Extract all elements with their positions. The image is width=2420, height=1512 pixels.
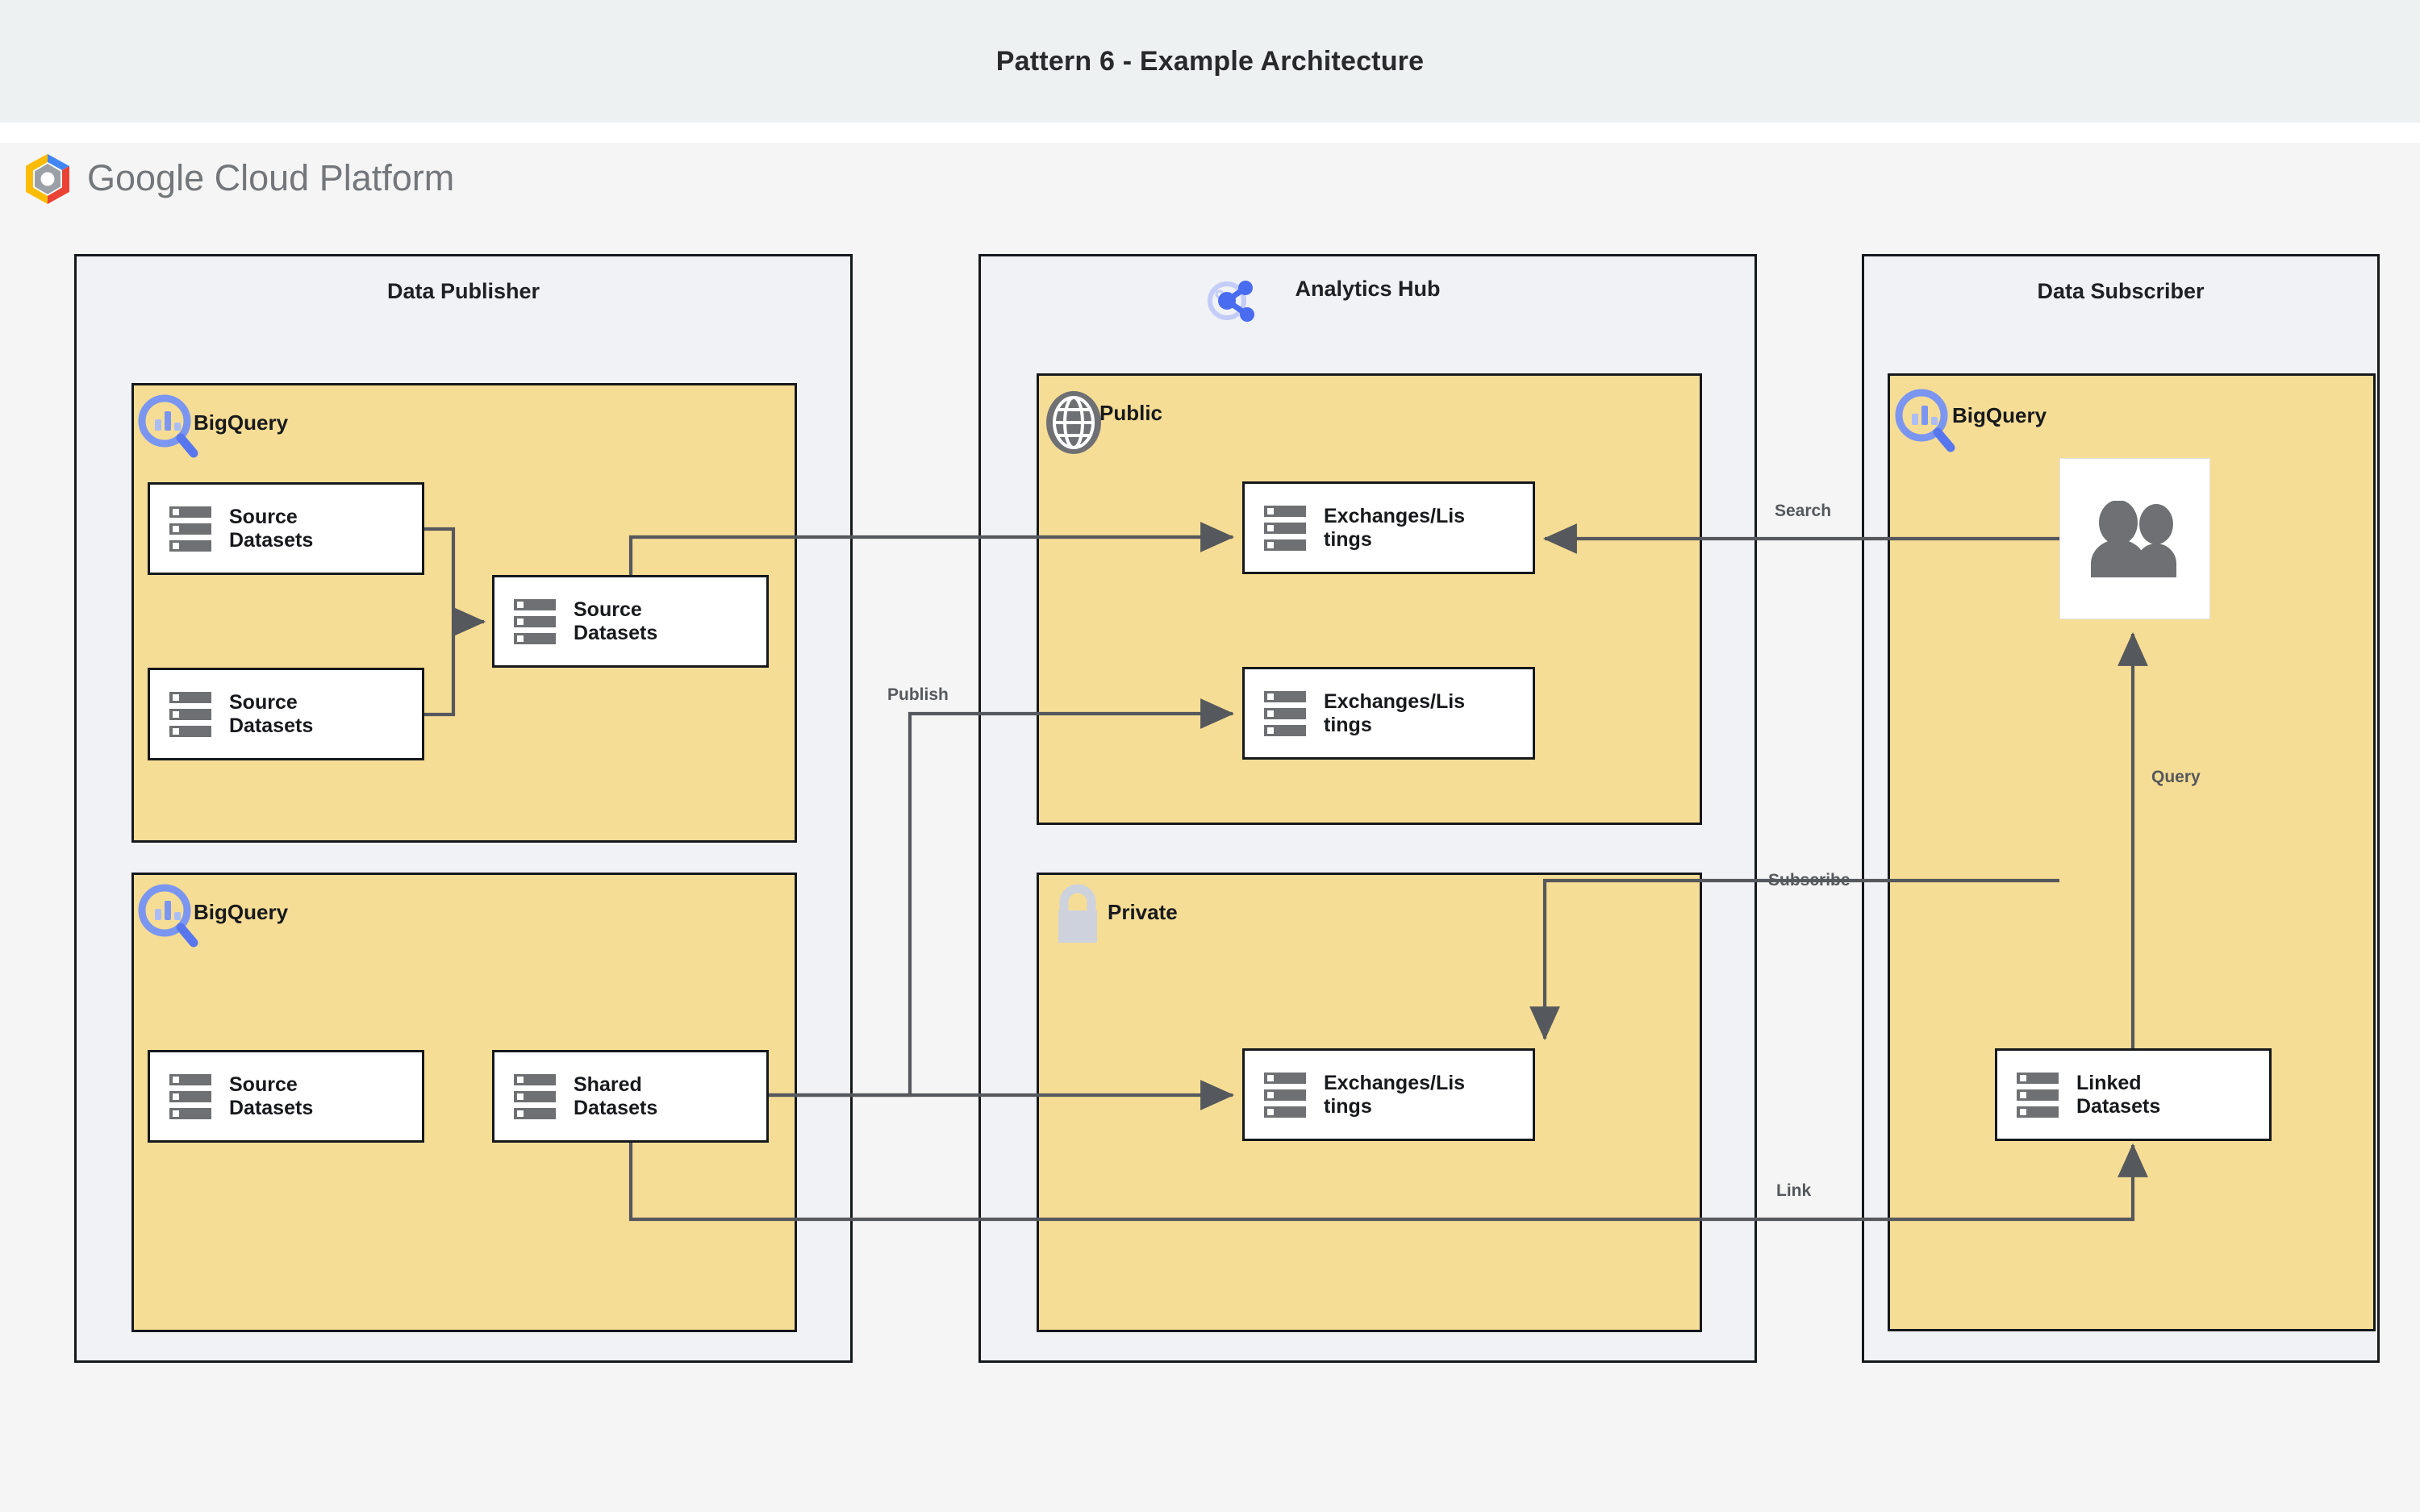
dataset-icon: [1264, 505, 1306, 551]
group-label-publisher-bigquery-bottom: BigQuery: [194, 900, 289, 924]
dataset-icon: [1264, 690, 1306, 736]
dataset-icon: [2017, 1072, 2059, 1118]
group-label-subscriber-bigquery: BigQuery: [1952, 403, 2047, 427]
dataset-icon: [1264, 1072, 1306, 1118]
edge-label-publish: Publish: [887, 685, 949, 704]
gcp-brand-cloud-platform: Cloud Platform: [214, 157, 455, 198]
users-icon: [2091, 500, 2176, 577]
edge-label-subscribe: Subscribe: [1768, 871, 1850, 889]
dataset-icon: [169, 506, 211, 552]
group-label-private: Private: [1108, 900, 1178, 924]
dataset-icon: [169, 1073, 211, 1119]
globe-icon: [1046, 391, 1101, 454]
dataset-icon: [514, 1073, 556, 1119]
edge-label-link: Link: [1776, 1181, 1812, 1200]
edge-label-query: Query: [2151, 768, 2201, 786]
gcp-brand-logo: Google Cloud Platform: [23, 149, 458, 207]
header-divider: [0, 123, 2420, 143]
page-title: Pattern 6 - Example Architecture: [995, 46, 1425, 77]
analytics-hub-share-icon: [1208, 281, 1254, 322]
gcp-brand-text: Google Cloud Platform: [87, 149, 454, 207]
lock-icon: [1058, 884, 1097, 943]
title-band: Pattern 6 - Example Architecture: [0, 0, 2420, 123]
card-subscriber-users[interactable]: [2059, 458, 2210, 619]
zone-title-data-publisher: Data Publisher: [386, 279, 540, 303]
gcp-brand-google: Google: [87, 157, 205, 198]
dataset-icon: [169, 691, 211, 737]
group-label-publisher-bigquery-top: BigQuery: [194, 410, 289, 435]
bigquery-icon: [138, 884, 198, 948]
bigquery-icon: [1895, 389, 1955, 452]
edge-label-search: Search: [1775, 502, 1832, 520]
gcp-hexagon-icon: [26, 154, 69, 204]
bigquery-icon: [138, 394, 198, 458]
group-label-public: Public: [1099, 401, 1163, 425]
zone-title-data-subscriber: Data Subscriber: [2037, 279, 2205, 303]
zone-title-analytics-hub: Analytics Hub: [1295, 277, 1441, 301]
dataset-icon: [514, 598, 556, 644]
